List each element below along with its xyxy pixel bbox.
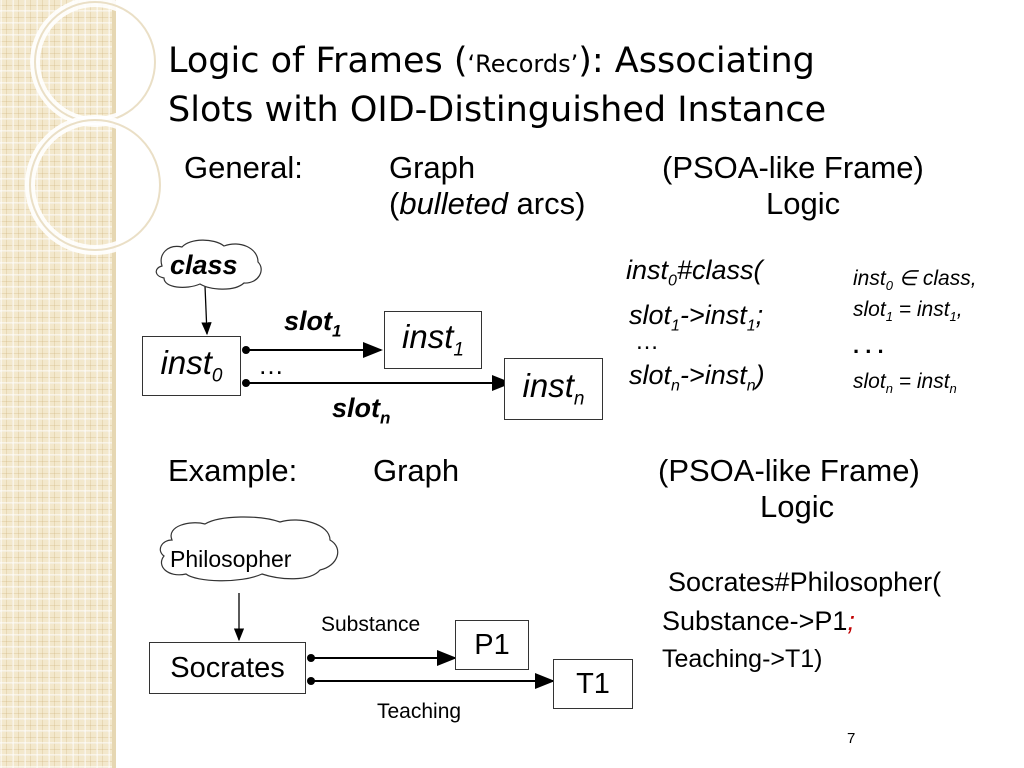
- psoa-line2: slot1->inst1;: [629, 300, 764, 335]
- logic-line2: slot1 = inst1,: [853, 298, 963, 325]
- philosopher-cloud: [159, 516, 339, 582]
- graph-ellipsis: …: [258, 350, 284, 380]
- class-node: class: [170, 250, 238, 280]
- general-label: General:: [184, 150, 303, 185]
- page-number: 7: [847, 730, 856, 747]
- teaching-label: Teaching: [377, 700, 462, 723]
- general-graph-label: Graph: [389, 150, 476, 185]
- psoa-line3: slotn->instn): [629, 360, 765, 395]
- slotn-label: slotn: [332, 393, 391, 428]
- inst0-node: inst0: [142, 336, 241, 396]
- general-graph-sublabel: (bulleted arcs): [389, 186, 586, 221]
- example-graph-label: Graph: [373, 453, 460, 488]
- psoa-line1: inst0#class(: [626, 255, 763, 290]
- philosopher-node: Philosopher: [170, 546, 292, 572]
- psoa-ellipsis: …: [635, 328, 659, 355]
- example-psoa-line3: Teaching->T1): [662, 645, 823, 673]
- page-title: Logic of Frames (‘Records’): Associating…: [168, 41, 827, 130]
- sidebar-edge: [112, 0, 116, 768]
- example-frame-label: (PSOA-like Frame): [658, 453, 920, 488]
- inst1-node: inst1: [384, 311, 482, 369]
- class-cloud: [155, 239, 262, 290]
- class-arc: [201, 285, 212, 336]
- slot1-label: slot1: [284, 306, 342, 341]
- example-psoa-line2: Substance->P1;: [662, 606, 855, 636]
- example-label: Example:: [168, 453, 298, 488]
- example-psoa-line1: Socrates#Philosopher(: [668, 567, 942, 597]
- socrates-node: Socrates: [149, 642, 306, 694]
- general-logic-label: Logic: [766, 186, 841, 221]
- logic-line3: slotn = instn: [853, 370, 957, 397]
- t1-node: T1: [553, 659, 633, 709]
- instn-node: instn: [504, 358, 603, 420]
- example-logic-label: Logic: [760, 489, 835, 524]
- p1-node: P1: [455, 620, 529, 670]
- general-frame-label: (PSOA-like Frame): [662, 150, 924, 185]
- logic-dots: . . .: [853, 333, 884, 358]
- logic-line1: inst0 ∈ class,: [853, 267, 977, 294]
- substance-label: Substance: [321, 613, 421, 636]
- decorative-rings: [25, 0, 165, 255]
